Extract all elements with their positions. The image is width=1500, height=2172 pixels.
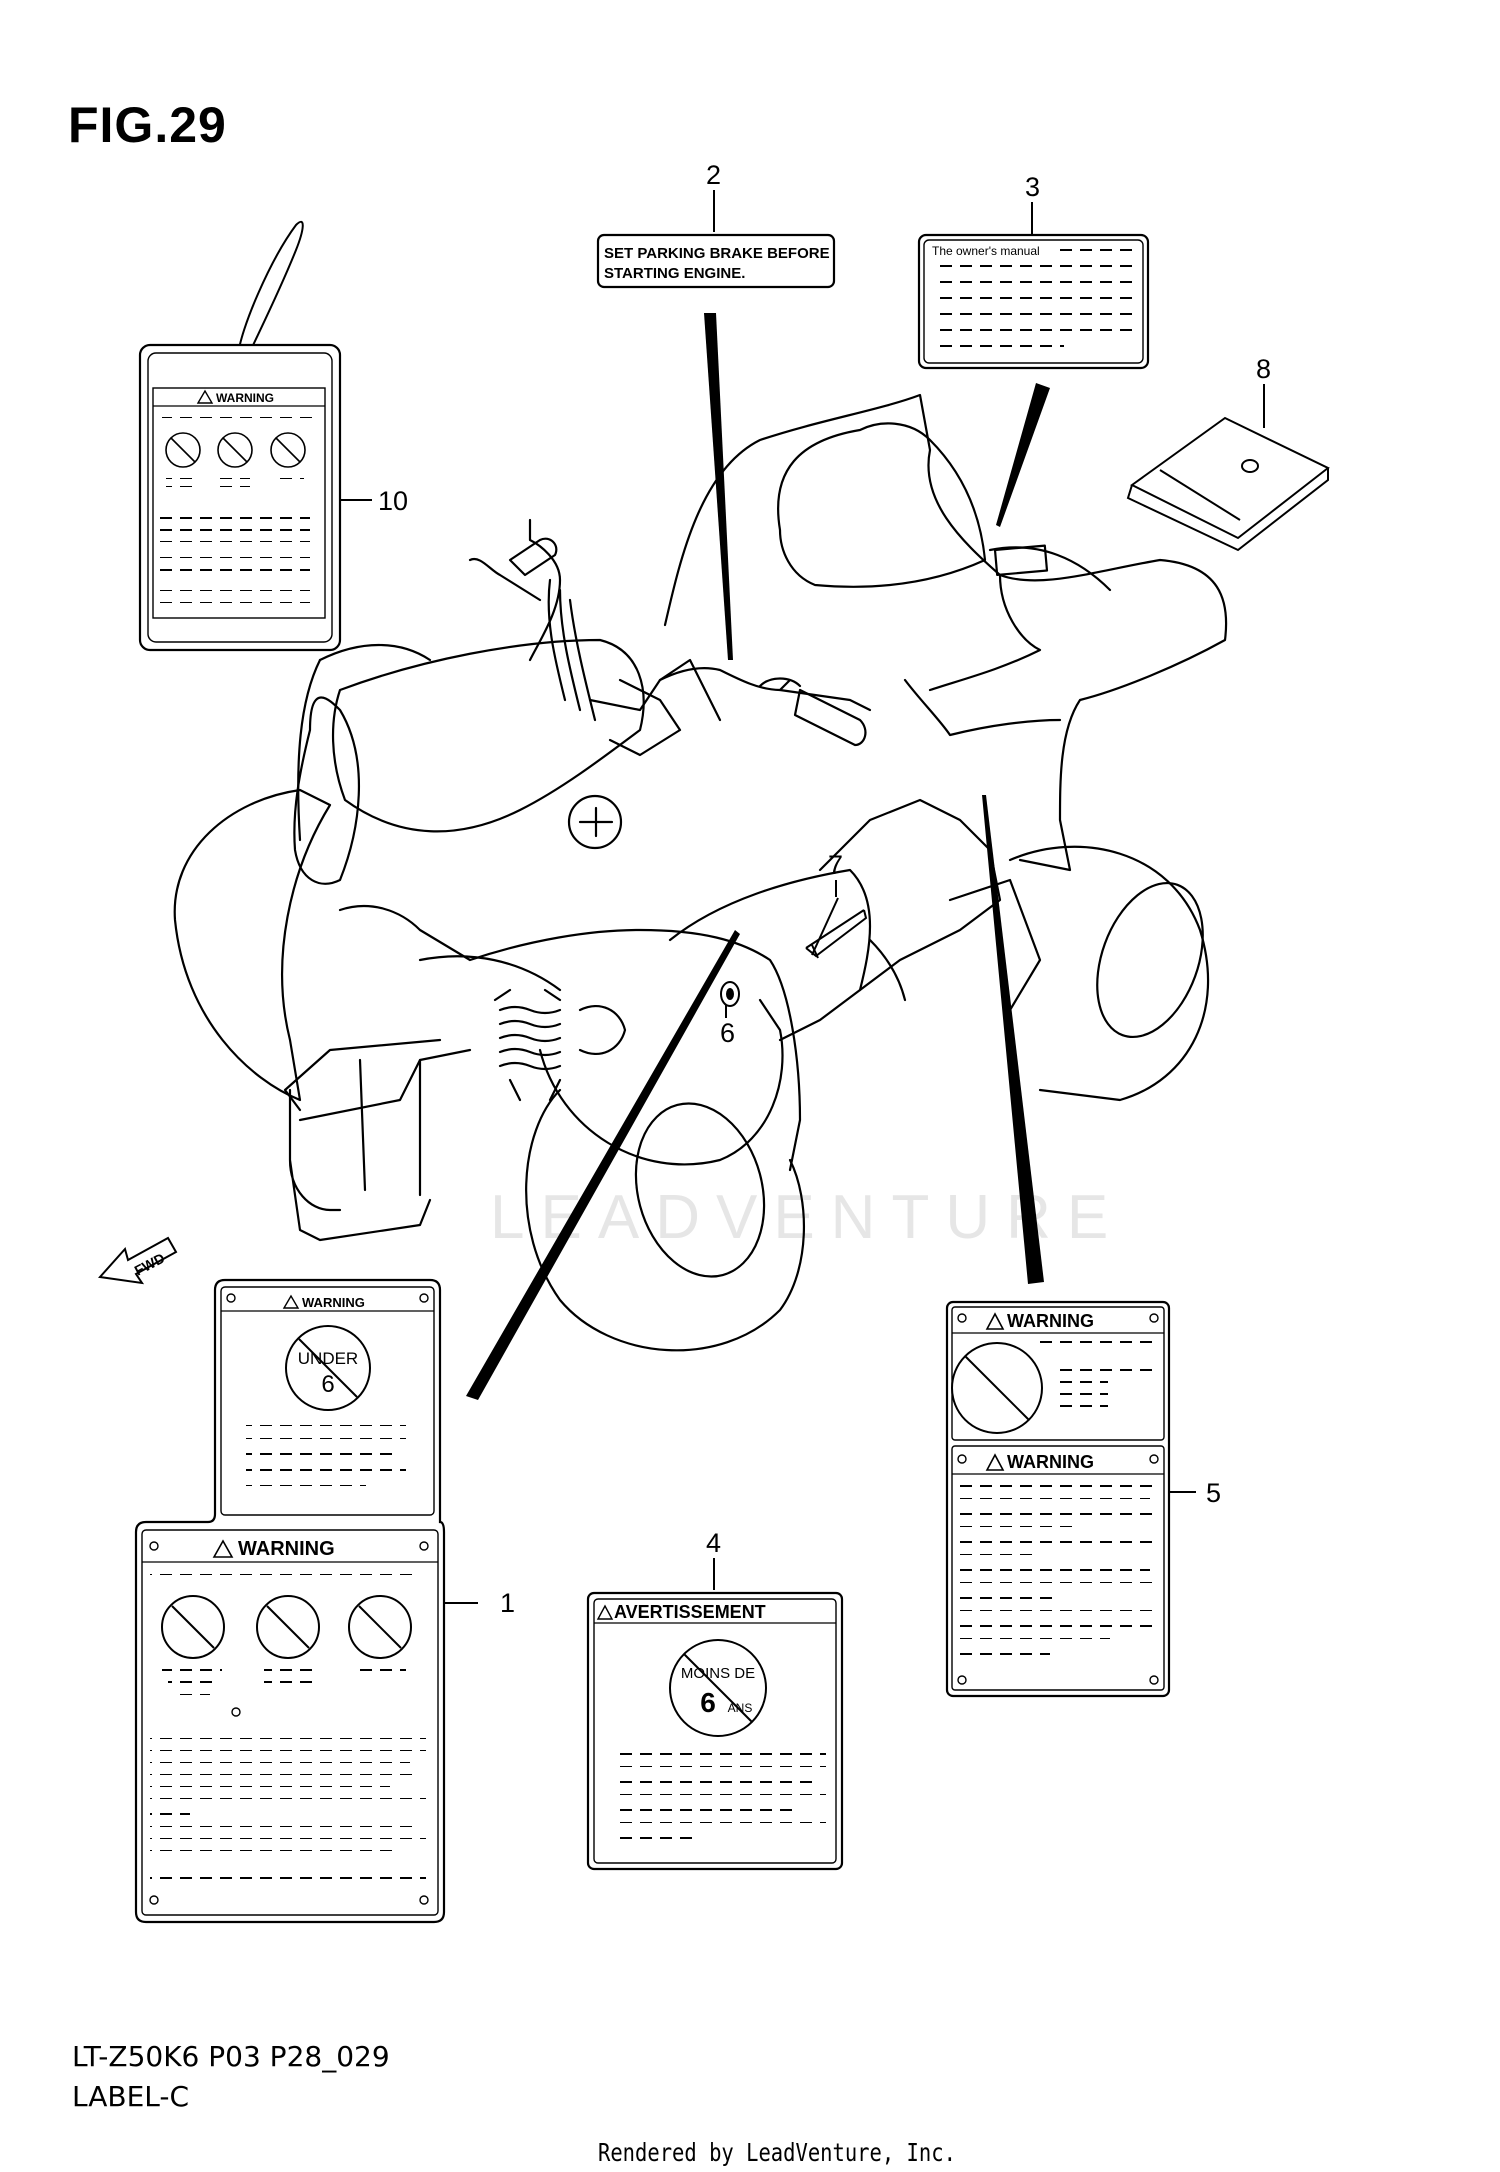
label-1-badge-under: UNDER: [298, 1349, 358, 1368]
label-4-badge-ans: ANS: [728, 1701, 753, 1715]
label-1-badge-six: 6: [321, 1371, 334, 1398]
figure-title: FIG.29: [68, 97, 227, 153]
label-3-text: The owner's manual: [932, 244, 1040, 258]
label-1-main-heading: WARNING: [238, 1538, 335, 1560]
label-4-heading: AVERTISSEMENT: [614, 1602, 766, 1622]
label-5-top-heading: WARNING: [1007, 1311, 1094, 1331]
callout-7: 7: [828, 850, 843, 880]
callout-6: 6: [720, 1018, 735, 1048]
label-2-parking-brake: SET PARKING BRAKE BEFORE STARTING ENGINE…: [596, 233, 836, 289]
callout-3: 3: [1025, 172, 1040, 202]
callout-10: 10: [378, 486, 408, 516]
model-code: LT-Z50K6 P03 P28_029: [72, 2040, 390, 2073]
callout-leaders: [340, 190, 1265, 1604]
label-1-top-heading: WARNING: [302, 1295, 365, 1310]
leader-wedges: [466, 313, 1050, 1400]
callout-8: 8: [1256, 354, 1271, 384]
rivet-part: [805, 909, 868, 959]
label-5-bottom-heading: WARNING: [1007, 1452, 1094, 1472]
label-8-pad: [1126, 416, 1330, 552]
label-4-badge-line1: MOINS DE: [681, 1665, 755, 1682]
label-2-line1: SET PARKING BRAKE BEFORE: [604, 245, 830, 262]
callout-4: 4: [706, 1528, 721, 1558]
atv-illustration: [173, 393, 1228, 1352]
callout-5: 5: [1206, 1478, 1221, 1508]
label-4-badge-six: 6: [700, 1687, 716, 1718]
label-2-line2: STARTING ENGINE.: [604, 265, 745, 282]
rendered-by-credit: Rendered by LeadVenture, Inc.: [598, 2138, 956, 2167]
fwd-arrow: FWD: [98, 1236, 178, 1285]
label-4-avertissement: AVERTISSEMENT MOINS DE 6 ANS: [586, 1591, 844, 1871]
label-3-owners-manual: The owner's manual: [917, 233, 1150, 370]
callout-numbers: 1 2 3 4 5 6 7 8 10: [378, 160, 1271, 1618]
label-5-warning-pair: WARNING WARNING: [945, 1300, 1171, 1698]
label-10-hang-tag: WARNING: [138, 220, 342, 652]
callout-1: 1: [500, 1588, 515, 1618]
label-10-heading: WARNING: [216, 391, 274, 405]
label-1-warning-set: WARNING UNDER 6 WARNING: [134, 1278, 446, 1924]
section-label: LABEL-C: [72, 2080, 190, 2113]
grommet-part: [720, 981, 740, 1007]
callout-2: 2: [706, 160, 721, 190]
